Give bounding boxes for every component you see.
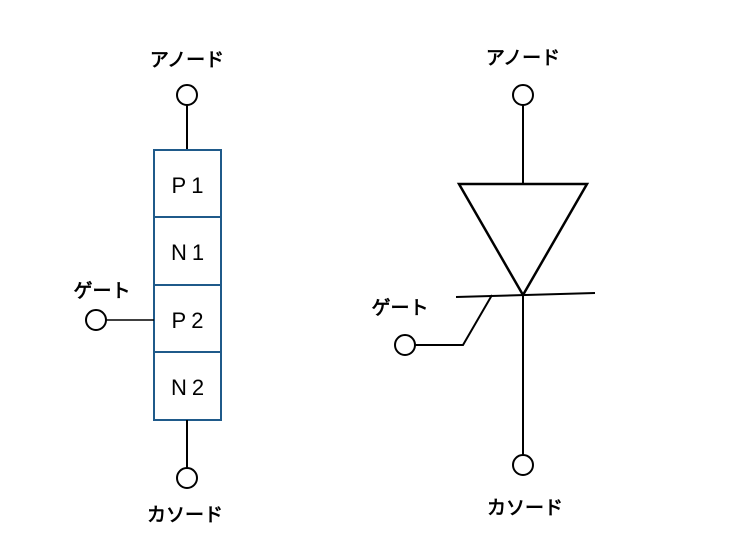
anode-terminal <box>176 84 198 106</box>
layer-p1: P1 <box>172 173 209 198</box>
cathode-label: カソード <box>147 504 223 526</box>
layer-n1: N1 <box>171 240 209 265</box>
gate-terminal <box>394 334 416 356</box>
layer-structure-diagram: アノード P1 N1 P2 N2 ゲート カソード <box>73 49 224 526</box>
thyristor-symbol-diagram: アノード ゲート カソード <box>371 47 596 519</box>
anode-label: アノード <box>150 49 224 71</box>
cathode-terminal <box>176 467 198 489</box>
gate-terminal <box>85 309 107 331</box>
gate-label: ゲート <box>73 280 130 302</box>
gate-label: ゲート <box>371 297 428 319</box>
gate-wire <box>415 294 493 346</box>
cathode-bar <box>455 292 596 298</box>
layer-n2: N2 <box>171 375 209 400</box>
anode-terminal <box>512 84 534 106</box>
cathode-terminal <box>512 454 534 476</box>
layer-p2: P2 <box>172 308 209 333</box>
anode-label: アノード <box>486 47 560 69</box>
cathode-label: カソード <box>487 497 563 519</box>
diode-triangle <box>456 182 590 298</box>
